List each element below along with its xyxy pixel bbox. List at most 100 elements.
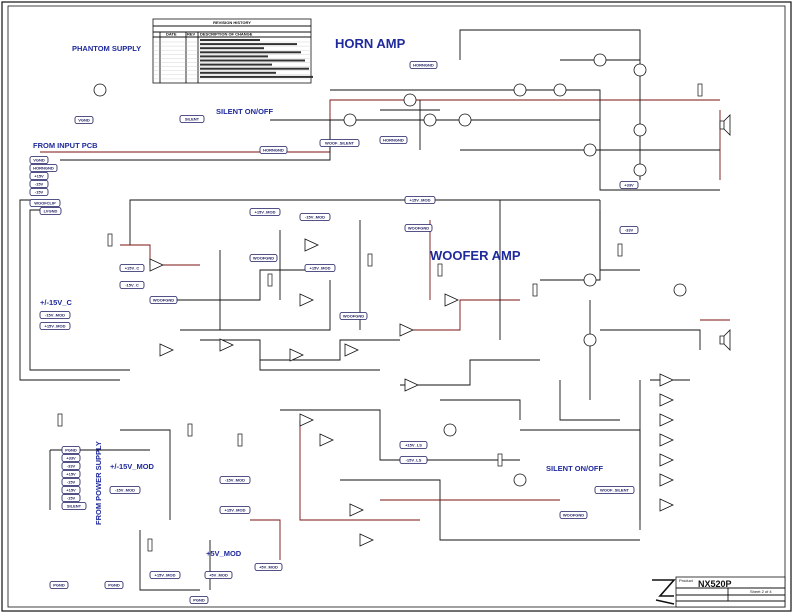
op-amp: [359, 533, 374, 547]
net-label: +15V_MOD: [39, 322, 71, 330]
revision-header-date: DATE: [166, 32, 177, 37]
net-label-text: HORNGND: [413, 63, 434, 68]
net-label-text: WOOFCLIP: [34, 201, 56, 206]
transistor: [633, 63, 647, 77]
net-label: +15V_MOD: [404, 196, 436, 204]
transistor: [583, 273, 597, 287]
net-label-text: +5V_MOD: [209, 573, 228, 578]
wires: [19, 29, 730, 591]
net-label-text: +33V: [66, 456, 76, 461]
net-label-box: [29, 156, 49, 164]
net-label: -15V: [29, 180, 49, 188]
net-label-box: [204, 571, 233, 579]
transistor: [513, 473, 527, 487]
transistor: [633, 123, 647, 137]
net-label-text: +5V_MOD: [259, 565, 278, 570]
net-label: WOOF_SILENT: [319, 139, 360, 147]
net-label-box: [339, 312, 368, 320]
net-label-text: VGND: [33, 158, 45, 163]
net-label: HORNGND: [379, 136, 408, 144]
section-title-15v-c: +/-15V_C: [40, 298, 72, 307]
net-label-text: -15V: [67, 496, 76, 501]
transistor: [583, 333, 597, 347]
net-label: -15V: [29, 188, 49, 196]
net-label-box: [219, 476, 251, 484]
wire: [299, 420, 420, 521]
company-logo: [652, 579, 676, 605]
net-label-box: [61, 462, 81, 470]
net-label-text: +33V: [624, 183, 634, 188]
net-label: WOOFGND: [149, 296, 178, 304]
op-amp: [659, 498, 674, 512]
transistor: [633, 163, 647, 177]
net-label: VGND: [74, 116, 94, 124]
net-label: PGND: [61, 446, 81, 454]
op-amp: [659, 453, 674, 467]
net-label-text: LVGND: [44, 209, 58, 214]
wire: [459, 29, 641, 60]
wire: [400, 359, 540, 386]
wire: [139, 530, 200, 591]
net-label-text: WOOFGND: [408, 226, 429, 231]
section-title-15v-mod: +/-15V_MOD: [110, 462, 155, 471]
net-label-box: [61, 470, 81, 478]
section-title-from-power-supply: FROM POWER SUPPLY: [94, 441, 103, 525]
net-label-text: -15V_C: [125, 283, 139, 288]
net-label-box: [249, 208, 281, 216]
net-label: +15V_MOD: [149, 571, 181, 579]
revision-header-rev: REV: [187, 32, 196, 37]
revision-row-text: [200, 71, 276, 74]
transistor: [403, 93, 417, 107]
transistor: [513, 83, 527, 97]
resistor: [267, 273, 273, 287]
net-label: -15V_MOD: [109, 486, 141, 494]
net-label: HORNGND: [29, 164, 58, 172]
net-label-text: PGND: [65, 448, 77, 453]
net-label: +33V: [61, 454, 81, 462]
net-label-box: [29, 164, 58, 172]
net-label: +15V_MOD: [304, 264, 336, 272]
op-amp: [659, 433, 674, 447]
resistor: [147, 538, 153, 552]
resistor: [237, 433, 243, 447]
transistor: [423, 113, 437, 127]
revision-table: REVISION HISTORY DATE REV DESCRIPTION OF…: [152, 18, 313, 84]
net-label-box: [399, 441, 428, 449]
wire: [520, 429, 641, 520]
net-label-text: HORNGND: [263, 148, 284, 153]
net-label-box: [109, 486, 141, 494]
net-label-box: [179, 115, 205, 123]
product-label: Product: [679, 578, 694, 583]
net-label-text: +15V_MOD: [224, 508, 245, 513]
net-label-text: HORNGND: [33, 166, 54, 171]
section-title-from-input-pcb: FROM INPUT PCB: [33, 141, 98, 150]
net-label: +15V: [29, 172, 49, 180]
section-title-5v-mod: +5V_MOD: [206, 549, 242, 558]
revision-row-text: [200, 59, 305, 62]
op-amp: [444, 293, 459, 307]
section-title-horn-amp: HORN AMP: [335, 36, 406, 51]
net-label-box: [254, 563, 283, 571]
net-labels: VGNDHORNGND+15V-15V-15VWOOFCLIPLVGNDPGND…: [29, 61, 639, 604]
net-label-text: WOOFGND: [343, 314, 364, 319]
transistor: [443, 423, 457, 437]
wire: [400, 299, 520, 331]
net-label: WOOFGND: [404, 224, 433, 232]
wire: [29, 209, 130, 371]
resistor: [497, 453, 503, 467]
net-label: -15V_MOD: [219, 476, 251, 484]
net-label-text: VGND: [78, 118, 90, 123]
op-amp: [159, 343, 174, 357]
resistor: [697, 83, 703, 97]
resistor: [57, 413, 63, 427]
net-label: SILENT: [179, 115, 205, 123]
net-label-box: [61, 478, 81, 486]
transistor: [93, 83, 107, 97]
net-label-box: [39, 322, 71, 330]
revision-row-text: [200, 75, 313, 78]
net-label-text: +15V_MOD: [44, 324, 65, 329]
wire: [440, 399, 521, 420]
net-label-text: -15V_LS: [406, 458, 422, 463]
net-label: -15V_MOD: [299, 213, 331, 221]
